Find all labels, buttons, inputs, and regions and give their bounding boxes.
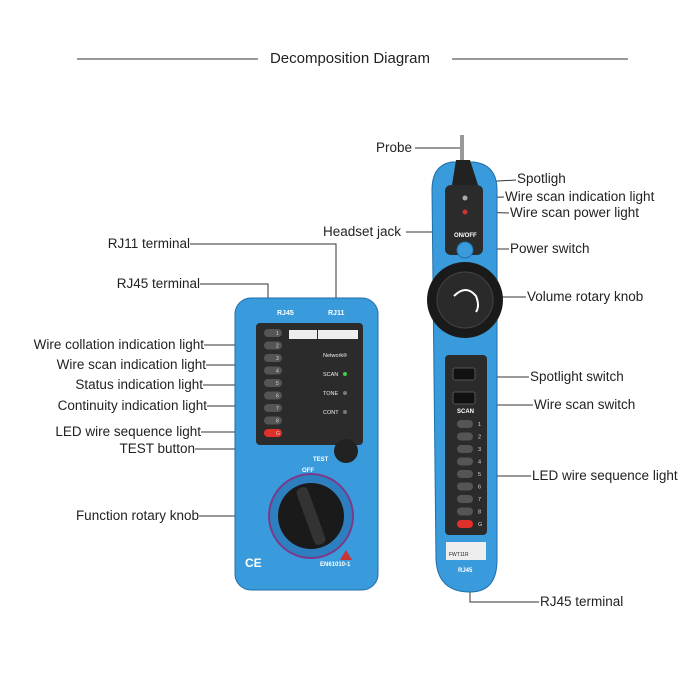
callout-label: Spotlight switch [530, 369, 624, 384]
callout-label: LED wire sequence light [55, 424, 201, 439]
led-number: 4 [478, 460, 481, 466]
callout-label: Headset jack [323, 224, 402, 239]
led-number: 7 [478, 497, 481, 503]
led-indicator [457, 482, 473, 491]
callout-label: Volume rotary knob [527, 289, 644, 304]
led-indicator [264, 354, 282, 362]
led-indicator [457, 470, 473, 478]
callout-label: Wire scan power light [510, 205, 640, 220]
mode-label: TONE [323, 391, 339, 397]
led-indicator [264, 329, 282, 337]
status-led [343, 391, 347, 395]
mode-label: SCAN [323, 372, 338, 378]
rce-text: CE [245, 556, 262, 570]
led-number: 2 [276, 344, 279, 350]
tport-text: RJ45 [458, 568, 473, 574]
led-indicator [457, 507, 473, 516]
tmodel-text: FWT11R [449, 552, 469, 558]
led-number: 7 [276, 406, 279, 412]
callout-label: RJ45 terminal [116, 276, 200, 291]
led-number: G [478, 522, 482, 528]
callout-label: Wire scan switch [534, 397, 636, 412]
led-number: 6 [478, 485, 481, 491]
tscan-text: SCAN [457, 409, 474, 415]
led-indicator [457, 432, 473, 441]
callout-label: Status indication light [75, 377, 203, 392]
led-indicator [457, 457, 473, 466]
status-led [343, 372, 347, 376]
led-indicator [264, 366, 282, 375]
led-indicator [264, 379, 282, 387]
diagram-title: Decomposition Diagram [269, 50, 431, 67]
callout-label: Function rotary knob [75, 508, 199, 523]
led-indicator [264, 391, 282, 400]
led-number: 5 [276, 381, 279, 387]
callout-label: Probe [376, 140, 413, 155]
led-indicator [457, 495, 473, 503]
led-indicator [264, 416, 282, 425]
rtest-text: TEST [313, 457, 329, 463]
led-indicator [264, 404, 282, 412]
led-indicator [264, 341, 282, 350]
rcert-text: EN61010-1 [320, 562, 351, 568]
led-indicator [457, 420, 473, 428]
status-led [343, 353, 347, 357]
led-number: 3 [276, 356, 279, 362]
led-number: 5 [478, 472, 481, 478]
rj11a-text: RJ11 [328, 310, 344, 317]
led-number: 3 [478, 447, 481, 453]
callout-label: RJ11 terminal [107, 236, 190, 251]
roff-text: OFF [302, 468, 314, 474]
callout-label: Wire collation indication light [33, 337, 204, 352]
led-indicator [457, 520, 473, 528]
led-number: 8 [276, 419, 279, 425]
led-number: G [276, 431, 280, 437]
led-number: 6 [276, 394, 279, 400]
callout-label: RJ45 terminal [540, 594, 624, 609]
led-number: 2 [478, 435, 481, 441]
led-indicator [457, 445, 473, 453]
callout-label: Wire scan indication light [56, 357, 206, 372]
tonoff-text: ON/OFF [454, 233, 477, 239]
callout-label: Power switch [510, 241, 590, 256]
rj45a-text: RJ45 [277, 310, 294, 317]
led-number: 8 [478, 510, 481, 516]
status-led [343, 410, 347, 414]
mode-label: CONT [323, 410, 339, 416]
transmitter-device: ON/OFF SCAN 1 2 3 4 5 6 7 8G FWT11R RJ45 [427, 135, 503, 593]
mode-label: Network [323, 353, 343, 359]
callout-label: Continuity indication light [57, 398, 207, 413]
callout-label: LED wire sequence light [532, 468, 678, 483]
led-number: 4 [276, 369, 279, 375]
callout-label: Spotligh [517, 171, 566, 186]
callout-label: TEST button [119, 441, 195, 456]
callout-label: Wire scan indication light [505, 189, 655, 204]
led-indicator [264, 429, 282, 437]
led-number: 1 [276, 331, 279, 337]
led-number: 1 [478, 422, 481, 428]
